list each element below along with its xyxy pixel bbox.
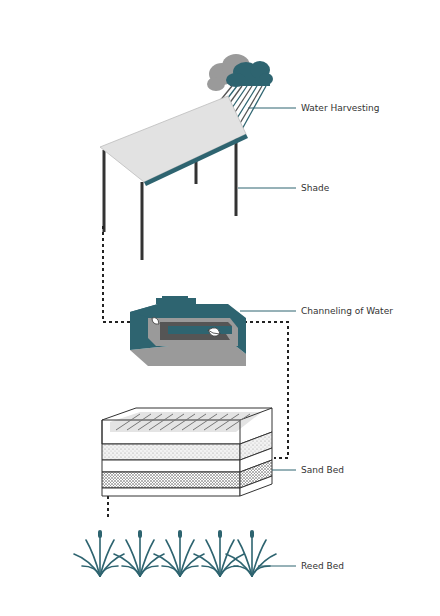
part-label: Sand Bed	[300, 464, 345, 476]
reed-blade	[202, 566, 220, 576]
reed-blade	[180, 566, 198, 576]
part-label: Shade	[300, 182, 330, 194]
reed-blade	[252, 566, 270, 576]
reed-blade	[179, 536, 181, 576]
cloud	[207, 54, 273, 91]
part-label: Channeling of Water	[300, 305, 394, 317]
reed-blade	[100, 566, 118, 576]
reed-blade	[166, 540, 180, 576]
reed-blade	[252, 554, 276, 576]
reed-head	[138, 530, 142, 538]
reed-blade	[139, 536, 141, 576]
reed-head	[178, 530, 182, 538]
channel-block	[130, 296, 246, 366]
reed-blade	[220, 540, 234, 576]
part-label: Reed Bed	[300, 560, 345, 572]
reed-blade	[206, 540, 220, 576]
reed-blade	[126, 540, 140, 576]
leader-lines	[238, 108, 296, 566]
grate-slat	[226, 414, 250, 430]
sand-bed	[102, 408, 272, 496]
reed-blade	[82, 566, 100, 576]
flow-dots	[103, 226, 288, 518]
grate-slat	[182, 414, 206, 430]
reed-blade	[100, 540, 114, 576]
reed-head	[218, 530, 222, 538]
grate-slat	[160, 414, 184, 430]
reed-blade	[220, 566, 238, 576]
reed-blade	[140, 540, 154, 576]
reed-bed	[74, 530, 276, 576]
reed-blade	[180, 540, 194, 576]
reed-blade	[252, 540, 266, 576]
reed-blade	[86, 540, 100, 576]
reed-blade	[234, 566, 252, 576]
reed-blade	[122, 566, 140, 576]
reed-blade	[219, 536, 221, 576]
reed-blade	[251, 536, 253, 576]
grate-slat	[116, 414, 140, 430]
grate-slat	[138, 414, 162, 430]
reed-blade	[140, 566, 158, 576]
reed-head	[250, 530, 254, 538]
reed-head	[98, 530, 102, 538]
reed-blade	[238, 540, 252, 576]
grate-slat	[215, 414, 239, 430]
reed-blade	[99, 536, 101, 576]
part-label: Water Harvesting	[300, 102, 380, 114]
grate-slat	[204, 414, 228, 430]
grate-slat	[193, 414, 217, 430]
reed-blade	[162, 566, 180, 576]
shade-structure	[100, 96, 248, 260]
grate-slat	[127, 414, 151, 430]
grate-slat	[149, 414, 173, 430]
grate-slat	[171, 414, 195, 430]
